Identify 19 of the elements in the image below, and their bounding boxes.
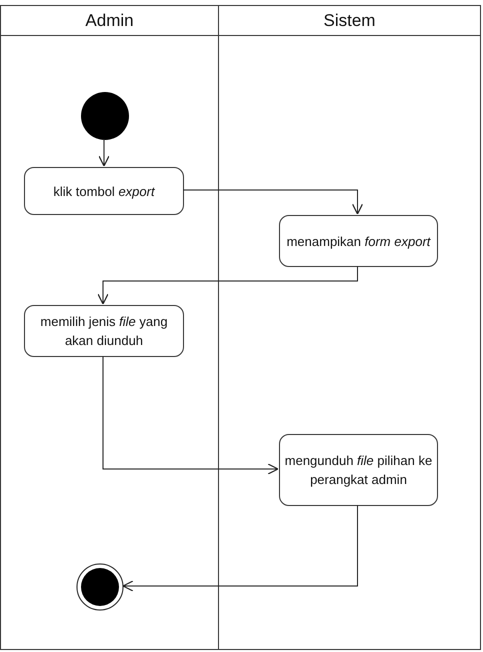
lane-title: Sistem (324, 10, 376, 32)
arrow (97, 266, 358, 305)
swimlane (0, 5, 219, 650)
activity-label: memilih jenis file yang akan diunduh (39, 313, 169, 350)
arrow (98, 138, 110, 167)
arrow (122, 504, 358, 592)
arrow (182, 190, 364, 215)
start-node (81, 92, 129, 140)
arrow (102, 356, 279, 475)
end-node (76, 563, 124, 611)
swimlane (218, 5, 481, 650)
activity-box (24, 167, 184, 215)
activity-box (279, 215, 438, 267)
activity-label: mengunduh file pilihan ke perangkat admin (284, 452, 433, 489)
activity-label: menampikan form export (286, 232, 430, 250)
activity-box (24, 305, 184, 357)
activity-box (279, 434, 438, 506)
lane-title: Admin (85, 10, 134, 32)
activity-label: klik tombol export (53, 182, 155, 200)
